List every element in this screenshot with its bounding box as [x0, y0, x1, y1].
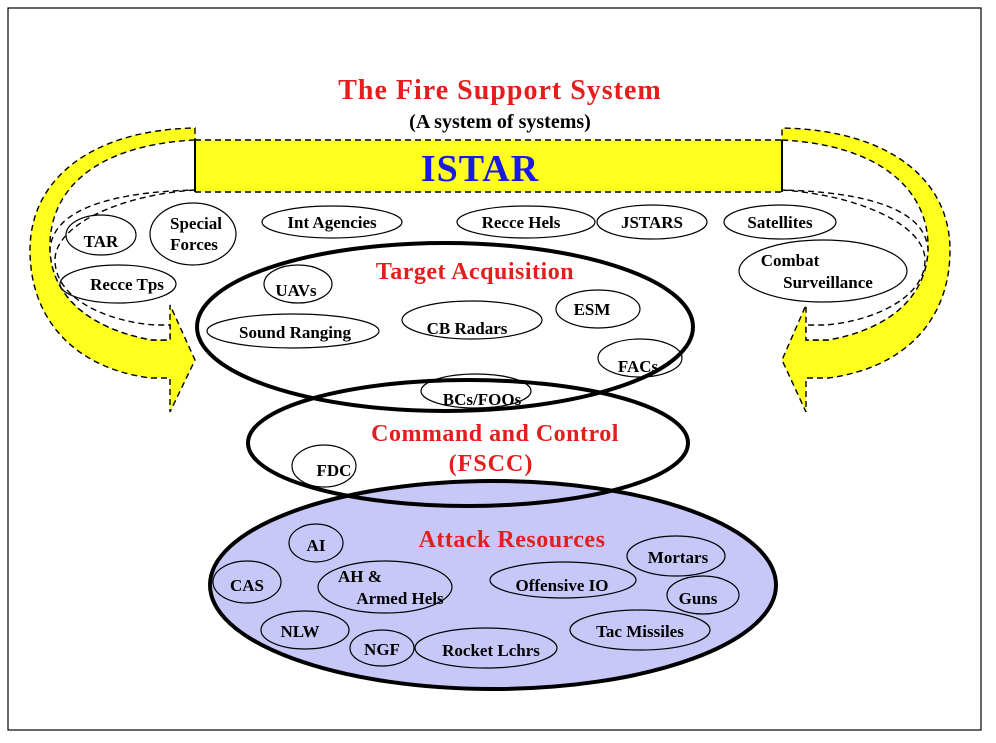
ar-item-offensive-io [489, 561, 637, 599]
page-title: The Fire Support System [338, 75, 662, 106]
label-ai: AI [307, 536, 326, 555]
target-acquisition-label: Target Acquisition [376, 259, 574, 285]
label-rocket-lchrs: Rocket Lchrs [442, 641, 540, 660]
ar-item-nlw [260, 610, 350, 650]
label-facs: FACs [618, 357, 659, 376]
page-subtitle: (A system of systems) [409, 111, 591, 133]
istar-item-recce-tps [59, 264, 177, 304]
label-sound-ranging: Sound Ranging [239, 323, 351, 342]
label-ah: AH & [338, 567, 382, 586]
cc-item-fdc [291, 444, 357, 488]
ar-item-guns [666, 575, 740, 615]
label-jstars: JSTARS [621, 213, 683, 232]
ar-items [212, 523, 740, 669]
label-mortars: Mortars [648, 548, 709, 567]
ta-items [206, 264, 683, 409]
istar-item-int-agencies [261, 205, 403, 239]
istar-item-tar [65, 214, 137, 256]
label-tar: TAR [84, 232, 119, 251]
label-esm: ESM [574, 300, 611, 319]
label-special: Special [170, 214, 222, 233]
ar-item-ah-armed-hels [317, 560, 453, 614]
label-nlw: NLW [280, 622, 319, 641]
label-guns: Guns [679, 589, 718, 608]
ta-item-bcs-foos [420, 373, 532, 409]
istar-item-satellites [723, 204, 837, 240]
label-ngf: NGF [364, 640, 400, 659]
istar-left-inner [49, 189, 196, 341]
ta-item-facs [597, 338, 683, 378]
attack-resources-label: Attack Resources [419, 527, 606, 553]
label-forces: Forces [170, 235, 218, 254]
label-bcs-foos: BCs/FOOs [443, 390, 522, 409]
istar-item-recce-hels [456, 205, 596, 239]
ar-item-cas [212, 560, 282, 604]
istar-top-band [195, 140, 782, 192]
istar-item-jstars [596, 204, 708, 240]
istar-right-inner [781, 189, 929, 341]
label-cb-radars: CB Radars [427, 319, 508, 338]
istar-items [59, 202, 908, 304]
label-fdc: FDC [317, 461, 352, 480]
label-surveillance: Surveillance [783, 273, 873, 292]
label-satellites: Satellites [747, 213, 813, 232]
label-tac-missiles: Tac Missiles [596, 622, 684, 641]
label-recce-tps: Recce Tps [90, 275, 164, 294]
ar-item-ai [288, 523, 344, 563]
label-offensive-io: Offensive IO [515, 576, 608, 595]
label-combat: Combat [761, 251, 820, 270]
istar-arrow [29, 127, 951, 413]
label-armed-hels: Armed Hels [356, 589, 444, 608]
ta-item-sound-ranging [206, 313, 380, 349]
ta-item-esm [555, 289, 641, 329]
ar-item-mortars [626, 535, 726, 577]
label-cas: CAS [230, 576, 264, 595]
target-acquisition-ellipse [195, 241, 695, 413]
label-recce-hels: Recce Hels [482, 213, 561, 232]
ar-item-tac-missiles [569, 609, 711, 651]
command-control-sublabel: (FSCC) [449, 451, 534, 477]
label-int-agencies: Int Agencies [287, 213, 377, 232]
label-uavs: UAVs [275, 281, 317, 300]
istar-item-combat-surveillance [738, 239, 908, 303]
istar-left-arrow [29, 127, 196, 413]
ar-item-rocket-lchrs [414, 627, 558, 669]
ar-item-ngf [349, 629, 415, 667]
command-control-ellipse [246, 378, 690, 508]
command-control-label: Command and Control [371, 421, 619, 447]
ta-item-cb-radars [401, 300, 543, 340]
istar-item-special-forces [149, 202, 237, 266]
istar-right-arrow [781, 127, 951, 413]
istar-label: ISTAR [421, 148, 539, 190]
ta-item-uavs [263, 264, 333, 304]
